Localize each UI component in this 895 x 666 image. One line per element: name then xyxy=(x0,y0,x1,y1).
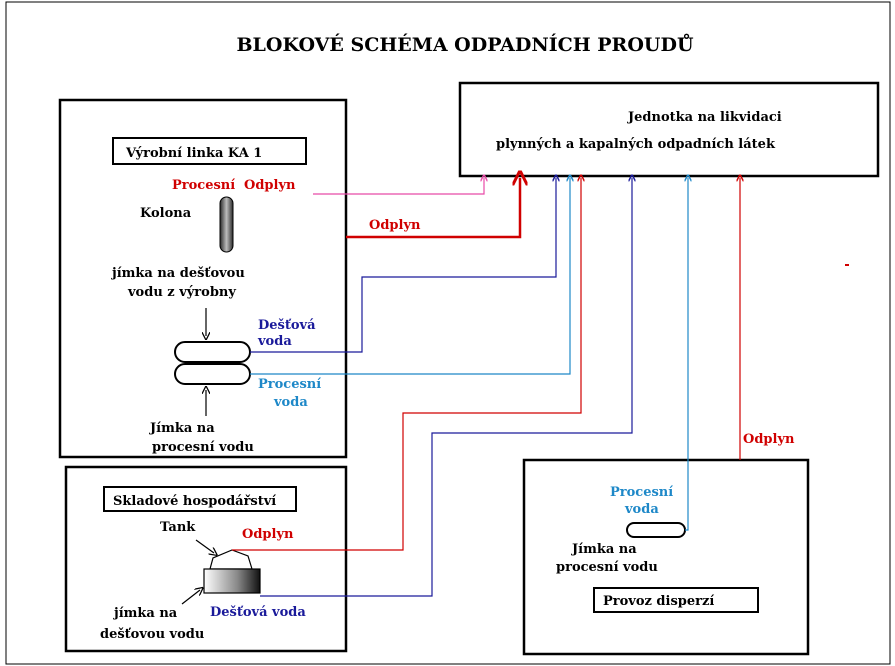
rain-sump-production-line2: vodu z výrobny xyxy=(127,285,236,300)
tank-pointer-arrow xyxy=(195,539,214,553)
flow-processwater-production xyxy=(250,178,570,375)
column-label: Kolona xyxy=(140,206,192,221)
disposal-unit-block xyxy=(458,81,880,178)
storage-rain-sump-line1: jímka na xyxy=(113,606,178,621)
dispersion-block xyxy=(522,458,810,656)
flow-processwater-dispersion xyxy=(685,178,688,531)
dispersion-sump-line2: procesní vodu xyxy=(556,560,658,575)
storage-name: Skladové hospodářství xyxy=(113,494,276,509)
production-line-name: Výrobní linka KA 1 xyxy=(125,146,262,161)
storage-name-box xyxy=(103,486,297,512)
dispersion-sump-line1: Jímka na xyxy=(571,542,637,557)
dispersion-sump-icon xyxy=(626,522,686,538)
flow-process-offgas xyxy=(313,178,484,195)
page-frame xyxy=(5,1,891,665)
unit-label-line2: plynných a kapalných odpadních látek xyxy=(496,137,776,152)
process-sump-label-line2: procesní vodu xyxy=(152,440,254,455)
unit-label-line1: Jednotka na likvidaci xyxy=(627,110,782,125)
tank-icon xyxy=(203,568,261,594)
offgas-label-dispersion: Odplyn xyxy=(743,432,795,447)
rain-sump-production-line1: jímka na dešťovou xyxy=(111,266,245,281)
process-offgas-label-b: Odplyn xyxy=(244,178,296,193)
process-offgas-label-a: Procesní xyxy=(172,178,235,193)
dispersion-name-box xyxy=(593,587,759,613)
flow-offgas-production xyxy=(346,178,520,239)
storage-rain-sump-line2: dešťovou vodu xyxy=(100,627,204,642)
rain-sump-icon xyxy=(174,341,251,363)
diagram-title: BLOKOVÉ SCHÉMA ODPADNÍCH PROUDŮ xyxy=(236,32,693,56)
rain-water-label-line2: voda xyxy=(257,334,292,349)
dispersion-name: Provoz disperzí xyxy=(603,594,714,609)
storage-sump-pointer-arrow xyxy=(181,590,200,605)
offgas-label-production: Odplyn xyxy=(369,218,421,233)
dispersion-process-water-line2: voda xyxy=(624,502,659,517)
process-water-label-line1: Procesní xyxy=(258,377,321,392)
tank-label: Tank xyxy=(160,520,196,535)
production-line-name-box xyxy=(112,137,307,165)
process-sump-label-line1: Jímka na xyxy=(149,421,215,436)
offgas-label-storage: Odplyn xyxy=(242,527,294,542)
flow-offgas-storage xyxy=(232,178,581,551)
column-icon xyxy=(219,196,234,253)
process-sump-icon xyxy=(174,363,251,385)
rain-water-label-line1: Dešťová xyxy=(258,318,316,333)
flow-rainwater-production xyxy=(250,178,556,353)
process-water-label-line2: voda xyxy=(273,395,308,410)
rain-water-label-storage: Dešťová voda xyxy=(210,605,306,620)
flow-rainwater-storage xyxy=(260,178,632,597)
dispersion-process-water-line1: Procesní xyxy=(610,485,673,500)
